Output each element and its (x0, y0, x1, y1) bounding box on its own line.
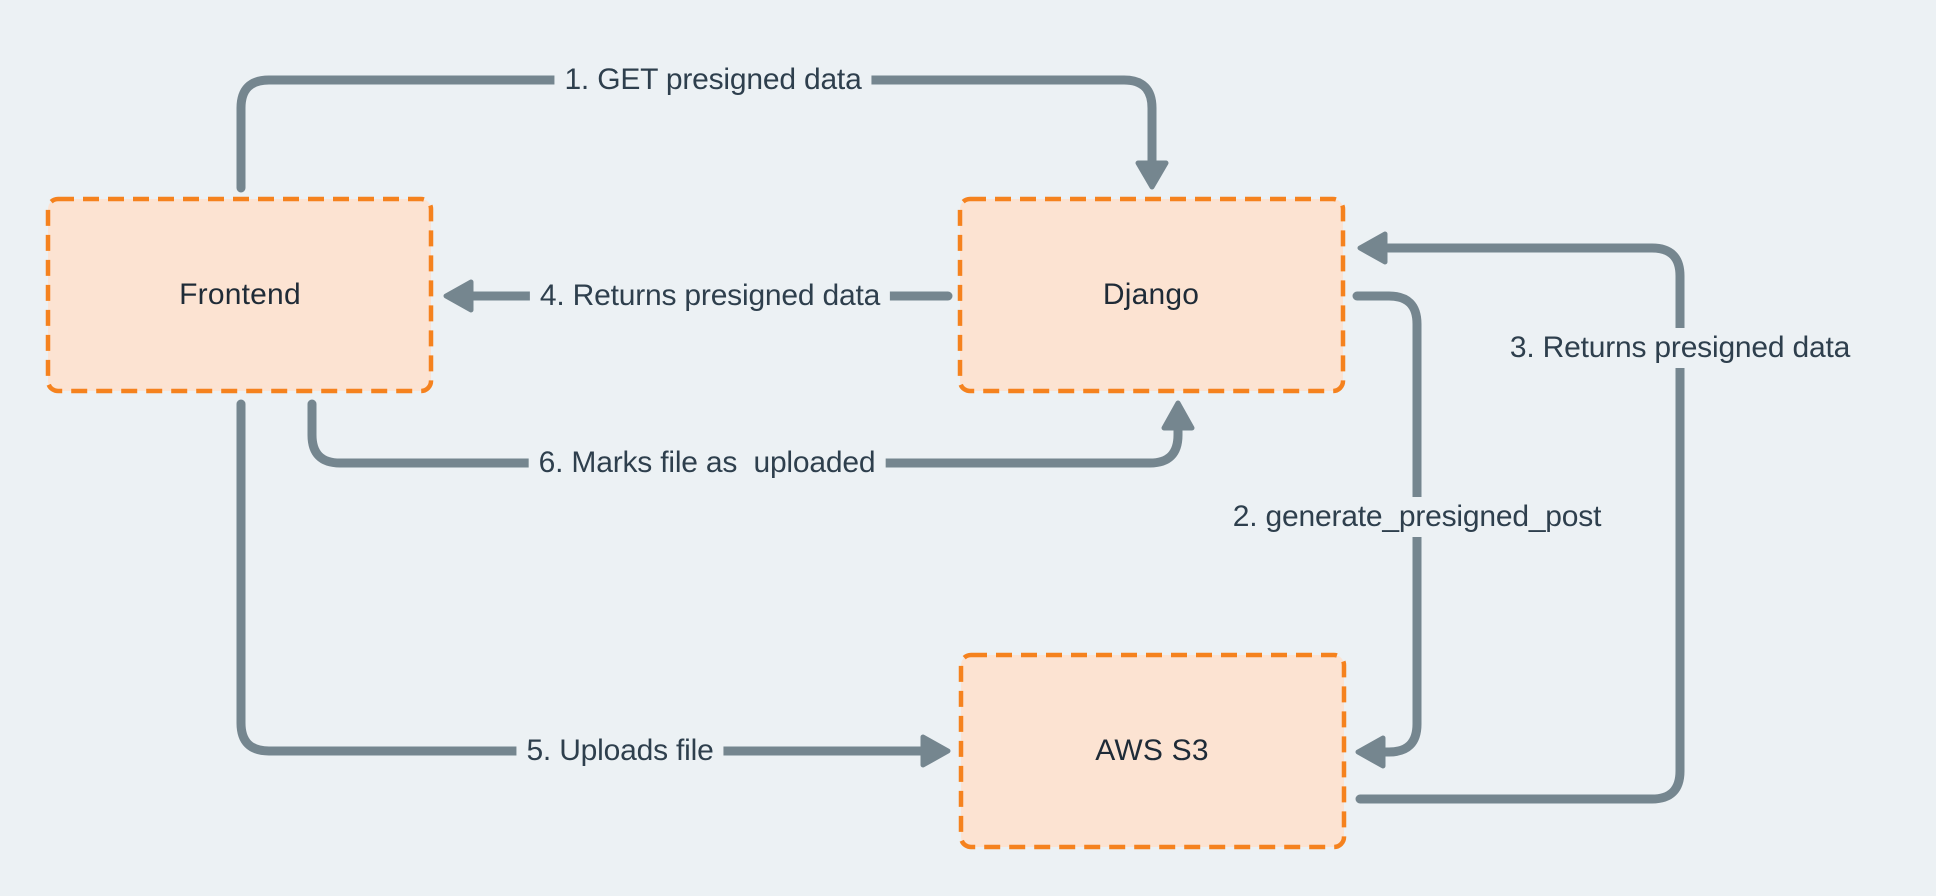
edge-2-arrowhead-icon (1355, 735, 1386, 769)
edge-1-arrowhead-icon (1135, 160, 1169, 190)
edge-3-label: 3. Returns presigned data (1499, 328, 1861, 368)
edge-4-arrowhead-icon (443, 279, 474, 313)
django-node-box (957, 196, 1346, 394)
edge-6-label: 6. Marks file as uploaded (528, 443, 886, 483)
frontend-node-box (45, 196, 434, 394)
edge-6-arrowhead-icon (1161, 400, 1195, 431)
edge-5-label: 5. Uploads file (516, 731, 724, 771)
frontend-node-label: Frontend (179, 278, 301, 311)
edge-2-label: 2. generate_presigned_post (1222, 497, 1612, 537)
django-node-label: Django (1102, 278, 1200, 311)
edge-3-arrowhead-icon (1357, 231, 1388, 265)
aws-s3-node-label: AWS S3 (1095, 734, 1209, 767)
edge-5-line (236, 399, 926, 756)
edge-1-label: 1. GET presigned data (554, 60, 872, 100)
edge-3-line (1355, 243, 1685, 804)
aws-s3-node-box (958, 652, 1347, 850)
edge-4-label: 4. Returns presigned data (529, 276, 891, 316)
edge-5-arrowhead-icon (920, 734, 951, 768)
